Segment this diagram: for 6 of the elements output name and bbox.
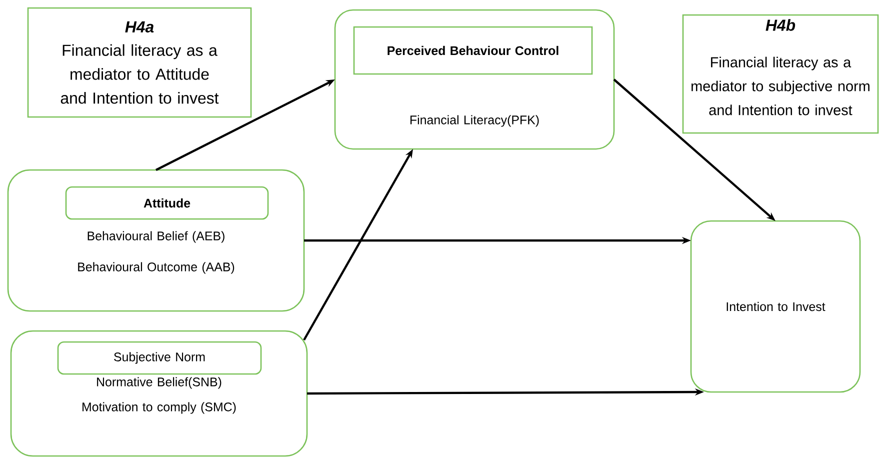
- construct-heading-box: Subjective Norm: [57, 341, 262, 375]
- outcome-box: Intention to Invest: [690, 220, 861, 393]
- construct-heading-box: Perceived Behaviour Control: [353, 26, 593, 75]
- hypothesis-box: H4a Financial literacy as a mediator to Attitude and Intention to invest: [27, 7, 252, 118]
- hypothesis-box: H4b Financial literacy as a mediator to subjective norm and Intention to invest: [682, 14, 879, 134]
- construct-heading-box: Attitude: [65, 186, 269, 220]
